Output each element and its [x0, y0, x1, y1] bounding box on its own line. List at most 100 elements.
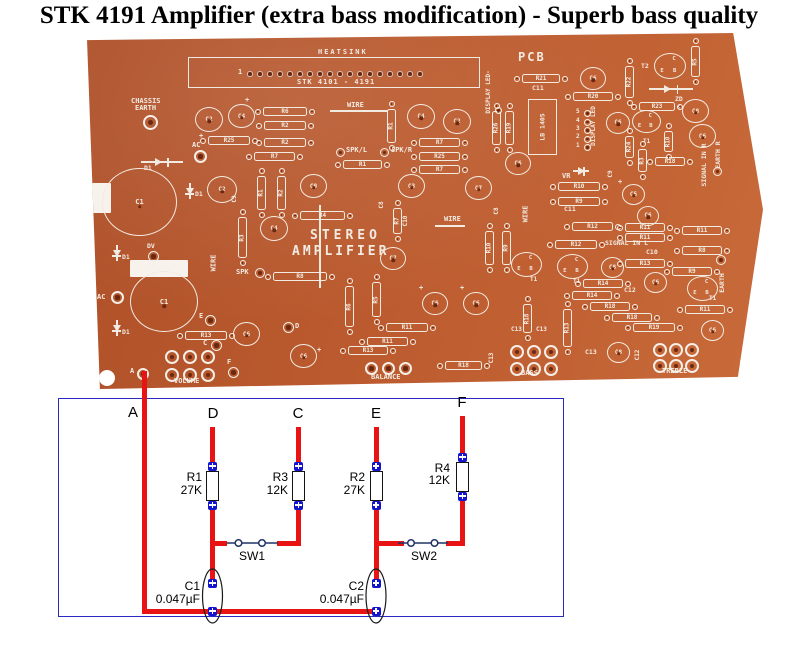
pcb-pad-hole: [361, 340, 363, 343]
pcb-silkscreen-text: SIGNAL IN L: [605, 239, 649, 247]
pcb-pad: [692, 79, 699, 85]
pcb-pad-hole: [148, 120, 153, 125]
pcb-pad-hole: [396, 238, 399, 240]
pcb-silkscreen-text: D1: [122, 328, 130, 336]
pcb-pad-hole: [679, 308, 681, 311]
pcb-capacitor-hole: [693, 111, 698, 115]
pcb-pad-hole: [514, 366, 520, 372]
pcb-silkscreen-text: HEATSINK: [318, 48, 368, 56]
pcb-transistor-pin-label: E: [517, 266, 521, 273]
pcb-pad-hole: [548, 366, 554, 372]
pcb-resistor: R11: [625, 233, 665, 242]
pcb-pad-hole: [627, 326, 629, 329]
pcb-pot-pad: [669, 359, 683, 373]
pcb-pin-hole: [317, 71, 323, 77]
switch-sw2-label: SW2: [410, 549, 437, 563]
switch-sw2-contact: [406, 538, 416, 548]
pcb-pad: [308, 139, 314, 146]
pcb-pad-hole: [382, 150, 387, 155]
pcb-resistor: R2: [277, 176, 286, 210]
resistor-r2-body: [369, 471, 383, 501]
pcb-pad-hole: [619, 226, 621, 229]
pcb-pad-hole: [505, 225, 508, 227]
terminal-marker: [208, 500, 217, 510]
pcb-silkscreen-text: CHASSIS: [131, 97, 161, 105]
pcb-silkscreen-text: STEREO: [310, 228, 381, 243]
resistor-r1-body: [206, 471, 219, 501]
pcb-pad-hole: [258, 141, 260, 144]
pcb-pad: [211, 340, 222, 351]
pcb-pad-hole: [715, 169, 720, 174]
pcb-pad: [373, 319, 380, 325]
pcb-pad-hole: [187, 372, 193, 378]
pcb-pot-pad: [544, 345, 558, 359]
pcb-capacitor: C6: [463, 292, 489, 316]
terminal-marker: [294, 500, 303, 510]
pcb-resistor: R20: [573, 92, 613, 101]
pcb-pad-hole: [627, 282, 629, 285]
pcb-pad: [625, 324, 631, 331]
pcb-pad: [647, 158, 653, 165]
pcb-silkscreen-text: D1: [195, 190, 203, 198]
pcb-pad-hole: [505, 269, 508, 271]
pcb-pin-hole: [337, 71, 343, 77]
pcb-pad-hole: [628, 162, 631, 164]
pcb-pin-hole: [287, 71, 293, 77]
pcb-pad-hole: [616, 294, 618, 297]
pcb-pot-pad: [365, 362, 378, 375]
pcb-resistor: R9: [672, 267, 712, 276]
pcb-pad: [143, 115, 158, 130]
pcb-pin-hole: [357, 71, 363, 77]
pcb-silkscreen-text: C13: [511, 326, 522, 333]
pcb-pad-hole: [257, 110, 259, 113]
terminal-marker: [208, 461, 217, 471]
pcb-silkscreen-text: +: [618, 178, 623, 186]
pcb-diode-part: [155, 158, 163, 166]
pcb-pad-hole: [342, 349, 344, 352]
pcb-capacitor: C6: [505, 152, 531, 176]
pcb-pad-hole: [280, 170, 283, 172]
pcb-silkscreen-text: T1: [643, 138, 651, 145]
pcb-silkscreen-text: C13: [536, 326, 547, 333]
pcb-pad-hole: [633, 105, 635, 108]
pcb-pad: [562, 75, 568, 82]
pcb-pad: [565, 93, 571, 100]
pcb-silkscreen-text: DV: [147, 242, 155, 250]
pcb-silkscreen-text: F: [227, 358, 232, 366]
resistor-r3-body: [292, 471, 305, 501]
pcb-transistor-pin-label: C: [672, 55, 676, 62]
pcb-pad-hole: [202, 139, 204, 142]
pcb-pad-hole: [689, 347, 695, 353]
pcb-capacitor: C9: [300, 174, 327, 199]
pcb-pad-hole: [286, 325, 291, 330]
pcb-pad: [359, 338, 365, 345]
pcb-capacitor: C6: [606, 112, 630, 134]
pcb-capacitor: C2: [207, 176, 237, 203]
pcb-pad: [626, 128, 633, 134]
pcb-pad: [506, 147, 513, 153]
pcb-pad: [388, 145, 395, 151]
pcb-resistor: R23: [639, 102, 675, 111]
pcb-capacitor-hole: [220, 189, 224, 194]
pcb-transistor-pin-label: E: [660, 68, 664, 75]
pcb-pad-hole: [586, 120, 589, 124]
pcb-pin-hole: [367, 71, 373, 77]
pcb-capacitor: C8: [607, 342, 630, 363]
pcb-pad-hole: [386, 163, 388, 166]
pcb-silkscreen-text: +: [199, 132, 204, 140]
pcb-pad: [617, 224, 623, 231]
pcb-pad-hole: [488, 225, 491, 227]
switch-sw1-label: SW1: [238, 549, 265, 563]
pcb-silkscreen-text: C11: [532, 84, 544, 92]
pcb-pad: [674, 247, 680, 254]
pcb-pad: [278, 168, 285, 174]
pcb-capacitor-hole: [616, 352, 621, 356]
terminal-marker: [371, 578, 381, 588]
pcb-pad: [639, 141, 646, 147]
pcb-diode: [649, 84, 693, 94]
pcb-pad-hole: [380, 326, 382, 329]
pcb-silkscreen-text: C12: [624, 286, 636, 294]
pcb-pad: [667, 260, 673, 267]
terminal-marker: [208, 578, 217, 588]
